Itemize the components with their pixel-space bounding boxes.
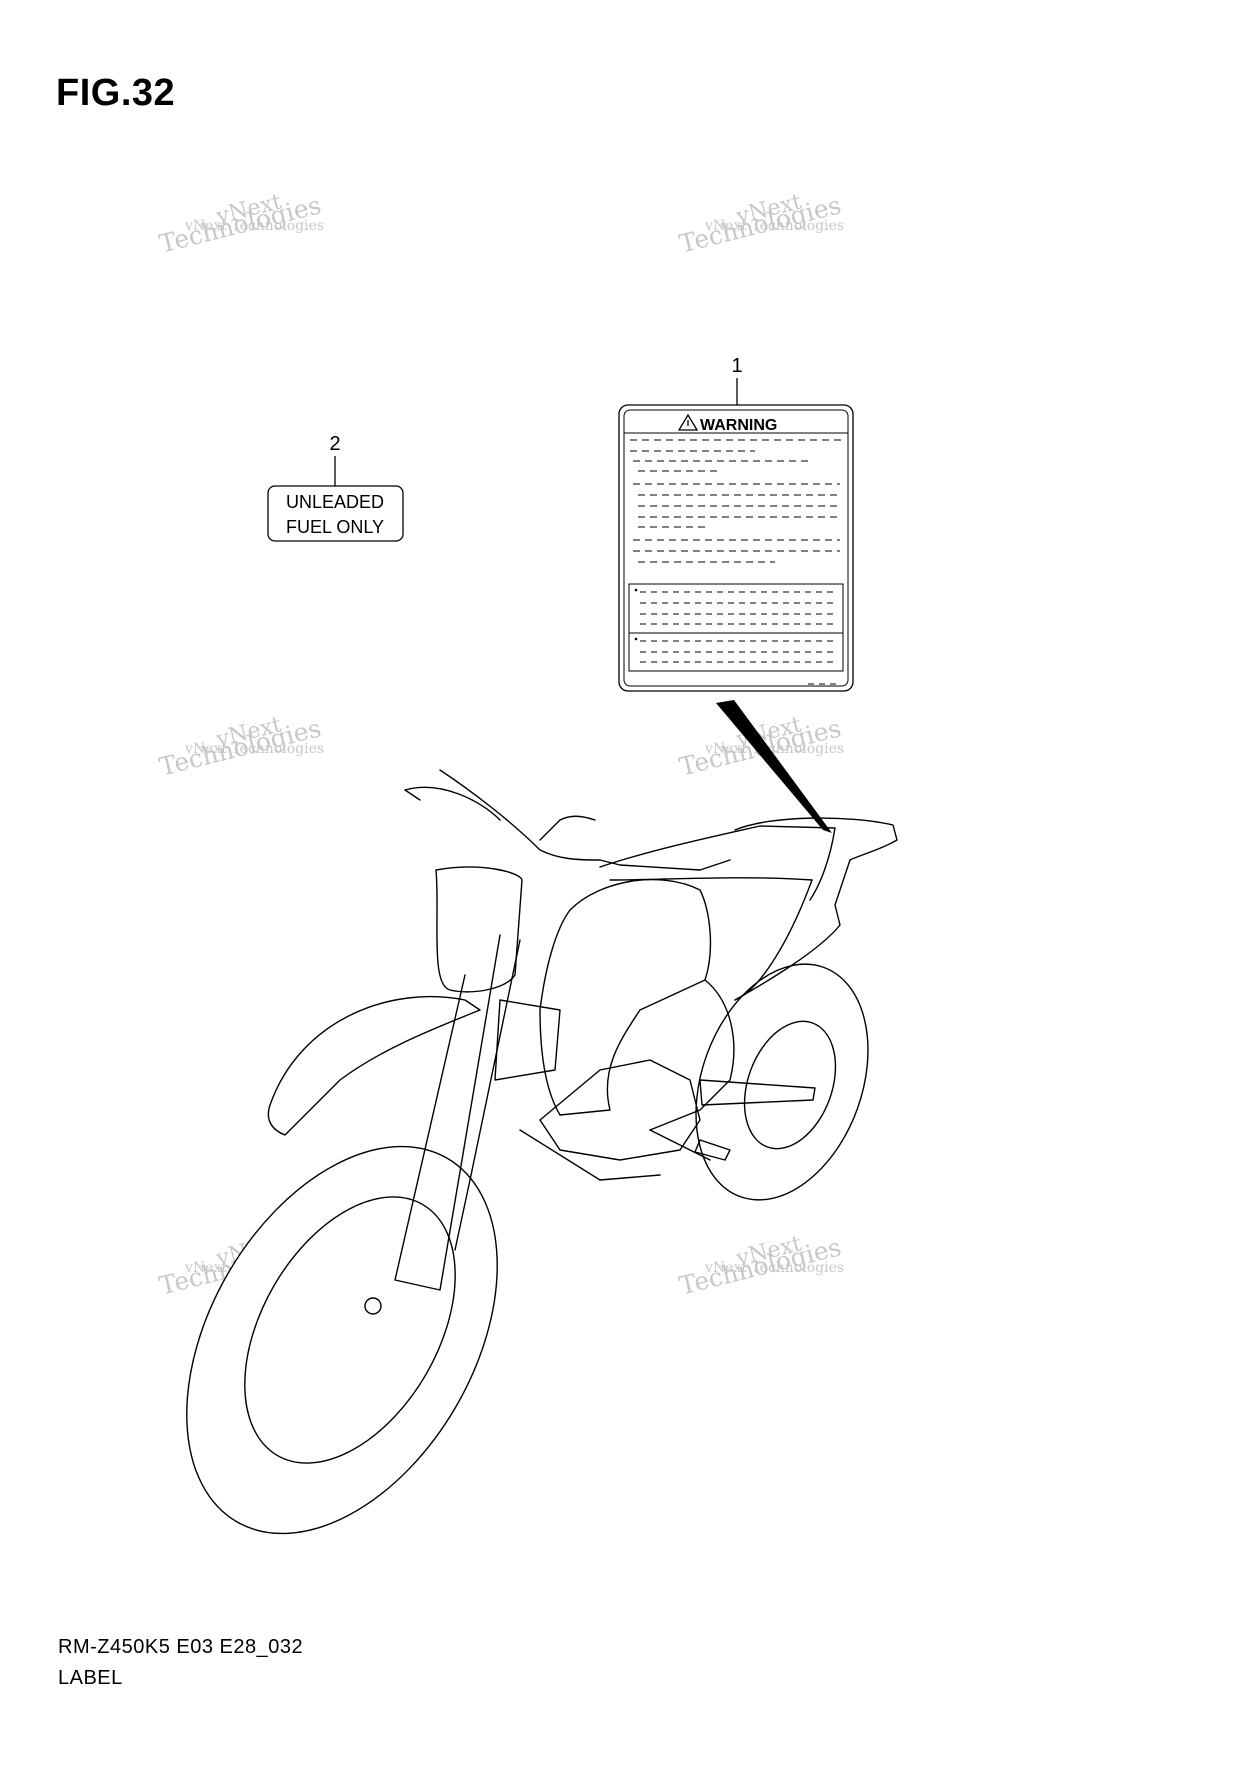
model-code: RM-Z450K5 E03 E28_032 [58,1636,304,1658]
fuel-label-line1: UNLEADED [286,492,384,512]
callout-number: 1 [731,355,742,377]
warning-label[interactable]: 1 WARNING [618,355,854,692]
fuel-label-line2: FUEL ONLY [286,517,384,537]
leader-arrow [716,700,832,833]
figure-title: FIG.32 [56,72,176,114]
fuel-label[interactable]: 2 UNLEADED FUEL ONLY [267,433,404,542]
motorcycle-illustration [186,769,898,1535]
warning-triangle-icon [677,413,699,431]
callout-number: 2 [329,433,340,455]
warning-label-heading: WARNING [700,417,777,434]
section-label: LABEL [58,1667,123,1689]
